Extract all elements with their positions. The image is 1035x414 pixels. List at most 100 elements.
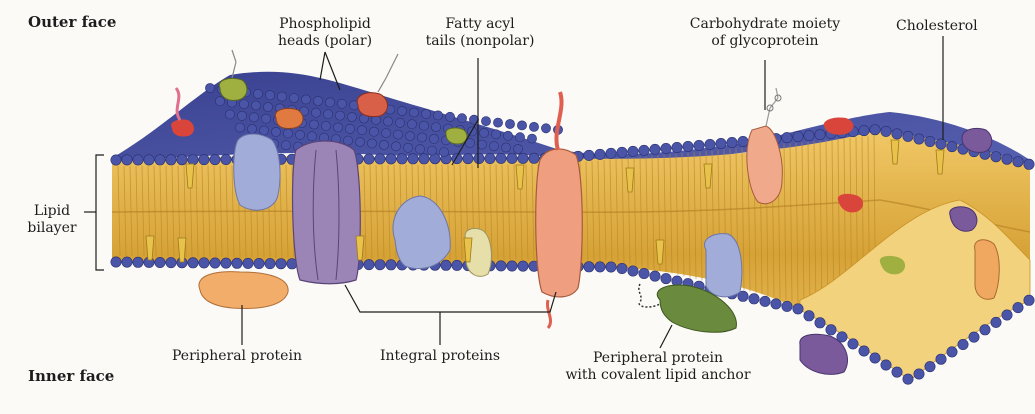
phospholipid-head — [263, 102, 272, 111]
phospholipid-head — [237, 111, 246, 120]
phospholipid-head — [517, 121, 526, 130]
phospholipid-head — [515, 133, 524, 142]
phospholipid-head — [111, 257, 121, 267]
phospholipid-head — [419, 121, 428, 130]
phospholipid-head — [323, 110, 332, 119]
phospholipid-head — [881, 360, 891, 370]
phospholipid-head — [452, 260, 462, 270]
phospholipid-head — [415, 145, 424, 154]
phospholipid-head — [529, 153, 539, 163]
phospholipid-head — [505, 119, 514, 128]
phospholipid-head — [381, 129, 390, 138]
phospholipid-head — [477, 140, 486, 149]
phospholipid-head — [347, 112, 356, 121]
phospholipid-head — [429, 134, 438, 143]
phospholipid-head — [479, 128, 488, 137]
phospholipid-head — [771, 299, 781, 309]
phospholipid-head — [969, 332, 979, 342]
phospholipid-head — [289, 94, 298, 103]
phospholipid-head — [782, 301, 792, 311]
phospholipid-head — [397, 154, 407, 164]
phospholipid-head — [936, 139, 946, 149]
phospholipid-head — [247, 124, 256, 133]
phospholipid-head — [793, 304, 803, 314]
phospholipid-head — [232, 258, 242, 268]
protein-orange-top — [275, 108, 303, 128]
phospholipid-head — [249, 113, 258, 122]
phospholipid-head — [859, 125, 869, 135]
phospholipid-head — [815, 129, 825, 139]
protein-blue-1 — [234, 134, 280, 210]
phospholipid-head — [239, 100, 248, 109]
phospholipid-head — [283, 129, 292, 138]
phospholipid-head — [672, 142, 682, 152]
phospholipid-head — [980, 325, 990, 335]
phospholipid-head — [225, 110, 234, 119]
phospholipid-head — [507, 153, 517, 163]
phospholipid-head — [606, 262, 616, 272]
phospholipid-head — [439, 148, 448, 157]
protein-peripheral-orange — [199, 272, 288, 309]
phospholipid-head — [903, 131, 913, 141]
lipid-bilayer-line2: bilayer — [22, 220, 82, 237]
leader-anchor — [660, 325, 672, 348]
phospholipid-head — [383, 117, 392, 126]
phospholipid-head — [261, 114, 270, 123]
phospholipid-head — [403, 143, 412, 152]
phospholipid-head — [474, 153, 484, 163]
phospholipid-head — [584, 150, 594, 160]
phospholipid-head — [749, 294, 759, 304]
phospholipid-head — [367, 139, 376, 148]
phospholipid-head — [301, 95, 310, 104]
phospholipid-head — [595, 149, 605, 159]
leader-phospholipid — [320, 52, 325, 80]
phospholipid-head — [407, 120, 416, 129]
phospholipid-head — [391, 142, 400, 151]
phospholipid-head — [793, 131, 803, 141]
integral-proteins-label: Integral proteins — [380, 348, 500, 365]
phospholipid-head — [345, 124, 354, 133]
phospholipid-head — [804, 311, 814, 321]
phospholipid-head — [639, 145, 649, 155]
phospholipid-head — [311, 108, 320, 117]
phospholipid-head — [188, 155, 198, 165]
phospholipid-head — [155, 257, 165, 267]
phospholipid-head — [321, 121, 330, 130]
phospholipid-head — [364, 154, 374, 164]
phospholipid-head — [445, 112, 454, 121]
carbohydrate-line2: of glycoprotein — [673, 33, 857, 50]
phospholipid-head — [427, 146, 436, 155]
phospholipid-head — [617, 147, 627, 157]
phospholipid-head — [277, 92, 286, 101]
phospholipid-head — [848, 339, 858, 349]
phospholipid-head — [903, 374, 913, 384]
protein-blue-3 — [704, 234, 741, 297]
phospholipid-head — [914, 134, 924, 144]
peripheral-protein-label: Peripheral protein — [172, 348, 302, 365]
phospholipid-head — [501, 143, 510, 152]
phospholipid-head — [991, 317, 1001, 327]
phospholipid-head — [507, 261, 517, 271]
phospholipid-head — [481, 117, 490, 126]
phospholipid-head — [433, 111, 442, 120]
phospholipid-head — [395, 118, 404, 127]
phospholipid-head — [253, 89, 262, 98]
phospholipid-head — [628, 146, 638, 156]
phospholipid-head — [518, 153, 528, 163]
phospholipid-head — [606, 148, 616, 158]
bilayer-bracket — [96, 155, 104, 270]
phospholipid-head — [738, 136, 748, 146]
phospholipid-head — [469, 115, 478, 124]
phospholipid-head — [782, 132, 792, 142]
phospholipid-head — [417, 133, 426, 142]
phospholipid-head — [333, 123, 342, 132]
phospholipid-head — [529, 122, 538, 131]
phospholipid-head — [947, 347, 957, 357]
phospholipid-head — [393, 130, 402, 139]
phospholipid-head — [496, 261, 506, 271]
phospholipid-head — [991, 152, 1001, 162]
phospholipid-head — [1024, 295, 1034, 305]
phospholipid-head — [431, 123, 440, 132]
phospholipid-head — [122, 155, 132, 165]
phospholipid-head — [408, 154, 418, 164]
